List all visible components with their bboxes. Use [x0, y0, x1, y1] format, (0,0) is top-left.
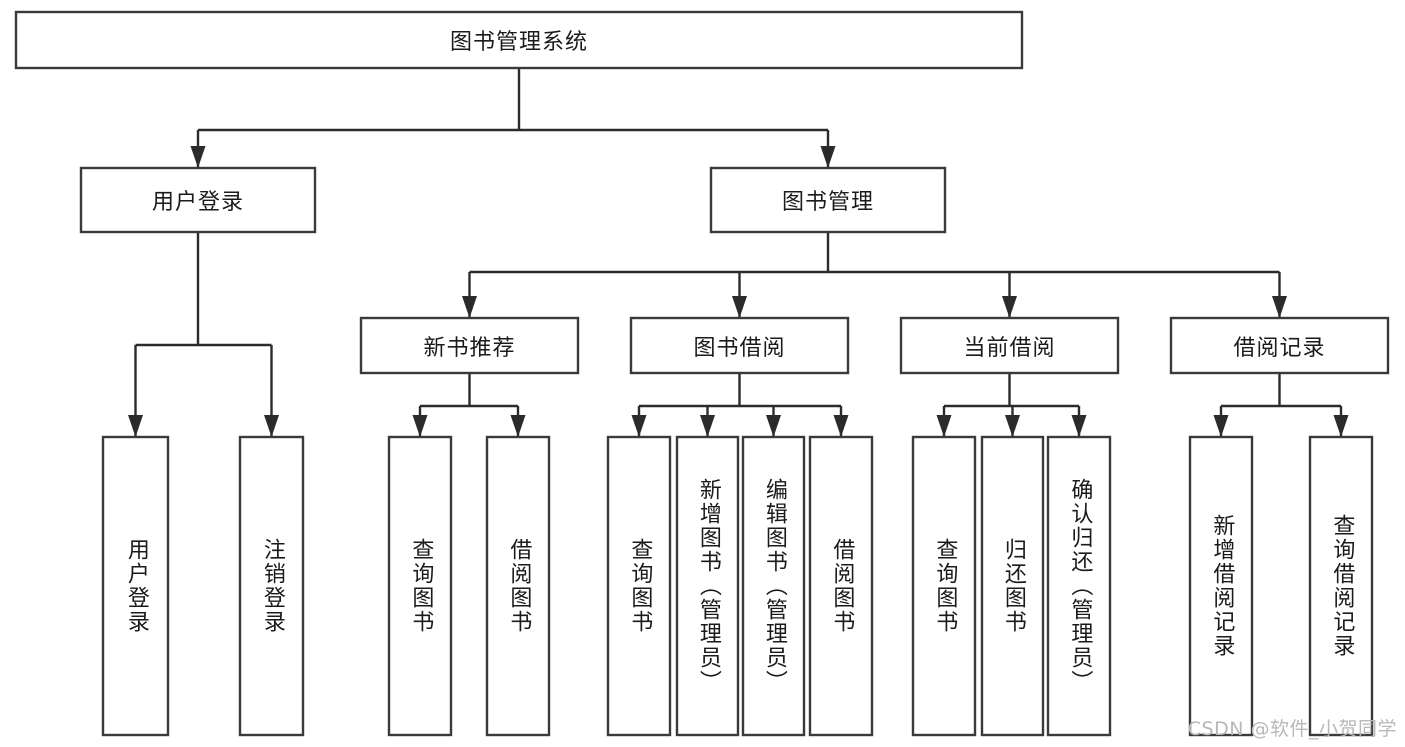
node-box-current-borrow[interactable] [899, 316, 1120, 375]
node-box-leaf-add-borrow-record[interactable] [1188, 435, 1254, 737]
node-box-leaf-borrow-book-rec[interactable] [485, 435, 551, 737]
node-box-leaf-edit-book-admin[interactable] [741, 435, 806, 737]
arrow-head-icon-leaf-borrow-book-rec [510, 415, 526, 437]
node-box-borrow-record[interactable] [1169, 316, 1390, 375]
node-box-leaf-query-borrow-record[interactable] [1308, 435, 1374, 737]
arrow-head-icon-leaf-add-book-admin [700, 415, 715, 437]
node-box-leaf-logout[interactable] [238, 435, 305, 737]
arrow-head-icon-leaf-query-book-rec [412, 415, 428, 437]
arrow-head-icon-leaf-logout [264, 415, 279, 437]
arrow-head-icon-leaf-query-borrow-record [1333, 415, 1349, 437]
arrow-head-icon-leaf-query-book-current [936, 415, 952, 437]
arrow-head-icon-book-management [820, 146, 836, 168]
node-box-leaf-borrow-book[interactable] [808, 435, 874, 737]
arrow-head-icon-leaf-edit-book-admin [766, 415, 781, 437]
node-box-leaf-add-book-admin[interactable] [675, 435, 740, 737]
arrow-head-icon-user-login [190, 146, 206, 168]
node-box-new-book-recommend[interactable] [359, 316, 580, 375]
arrow-head-icon-leaf-borrow-book [833, 415, 849, 437]
arrow-head-icon-leaf-query-book-borrow [631, 415, 647, 437]
node-box-leaf-return-book[interactable] [980, 435, 1045, 737]
arrow-head-icon-new-book-recommend [462, 296, 477, 318]
arrow-head-icon-current-borrow [1002, 296, 1017, 318]
node-box-book-borrow[interactable] [629, 316, 850, 375]
node-box-leaf-query-book-rec[interactable] [387, 435, 453, 737]
node-box-leaf-query-book-current[interactable] [911, 435, 977, 737]
node-box-root[interactable] [14, 10, 1024, 70]
node-box-user-login[interactable] [79, 166, 317, 234]
arrow-head-icon-borrow-record [1272, 296, 1287, 318]
node-box-leaf-query-book-borrow[interactable] [606, 435, 672, 737]
boxes-layer [14, 10, 1390, 737]
watermark-text: CSDN @软件_小贺同学 [1187, 718, 1397, 740]
arrow-head-icon-leaf-return-book [1005, 415, 1020, 437]
arrow-head-icon-book-borrow [732, 296, 747, 318]
node-box-leaf-confirm-return-admin[interactable] [1046, 435, 1112, 737]
arrow-head-icon-leaf-confirm-return-admin [1071, 415, 1087, 437]
arrow-head-icon-leaf-user-login [128, 415, 143, 437]
node-box-leaf-user-login[interactable] [101, 435, 170, 737]
node-box-book-management[interactable] [709, 166, 947, 234]
connectors-layer [128, 68, 1349, 437]
arrow-head-icon-leaf-add-borrow-record [1213, 415, 1229, 437]
